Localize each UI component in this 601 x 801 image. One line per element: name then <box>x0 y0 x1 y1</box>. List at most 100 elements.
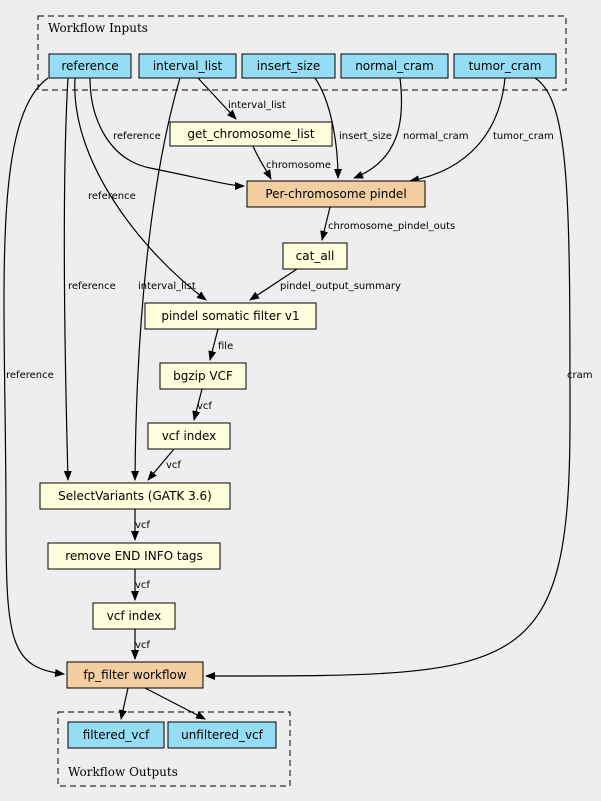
edge-line <box>192 388 203 421</box>
node-box <box>67 721 165 749</box>
edge-bgzip_vcf-to-vcf_index_1: vcf <box>192 388 212 421</box>
edge-pindel_somatic_filter-to-bgzip_vcf: file <box>208 328 233 361</box>
edge-label: insert_size <box>339 131 392 142</box>
node-insert-size[interactable]: insert_size <box>241 53 336 79</box>
node-bgzip-vcf[interactable]: bgzip VCF <box>159 362 247 390</box>
edge-vcf_index_2-to-fp_filter: vcf <box>131 629 150 660</box>
node-vcf-index-2[interactable]: vcf index <box>92 602 176 630</box>
edge-line <box>144 687 206 720</box>
node-label: insert_size <box>257 59 320 73</box>
edge-tumor_cram-to-per_chromosome_pindel: tumor_cram <box>409 77 554 184</box>
edge-interval_list-to-get_chromosome_list: interval_list <box>197 77 286 120</box>
node-unfiltered-vcf[interactable]: unfiltered_vcf <box>167 721 277 749</box>
edge-get_chromosome_list-to-per_chromosome_pindel: chromosome <box>252 145 331 180</box>
edge-line <box>63 77 72 481</box>
edge-label: normal_cram <box>403 131 469 142</box>
node-label: vcf index <box>162 429 217 443</box>
node-box <box>282 242 348 270</box>
edge-reference-to-select_variants: reference <box>63 77 116 481</box>
edges-layer: interval_list reference chromosome insert_s… <box>3 77 592 720</box>
node-label: get_chromosome_list <box>187 127 315 141</box>
node-interval-list[interactable]: interval_list <box>138 53 237 79</box>
node-cat-all[interactable]: cat_all <box>282 242 348 270</box>
cluster-outputs: Workflow Outputs <box>57 711 291 787</box>
node-label: SelectVariants (GATK 3.6) <box>58 489 212 503</box>
edge-label: cram <box>567 370 592 381</box>
node-box <box>147 422 231 450</box>
node-label: cat_all <box>296 249 335 263</box>
edge-tumor_cram-to-fp_filter: cram <box>205 77 592 681</box>
edge-line <box>409 77 506 184</box>
node-box <box>39 482 231 510</box>
node-box <box>167 721 277 749</box>
edge-normal_cram-to-per_chromosome_pindel: normal_cram <box>353 77 469 179</box>
edge-line <box>119 687 129 720</box>
edge-label: interval_list <box>138 281 196 292</box>
node-label: vcf index <box>107 609 162 623</box>
edge-label: reference <box>68 281 116 292</box>
edge-line <box>320 206 331 241</box>
edge-cat_all-to-pindel_somatic_filter: pindel_output_summary <box>249 268 401 301</box>
edge-line <box>353 77 403 179</box>
node-box <box>144 302 317 330</box>
node-fp-filter[interactable]: fp_filter workflow <box>66 661 204 689</box>
edge-fp_filter-to-filtered_vcf <box>119 687 129 720</box>
edge-line <box>205 77 571 681</box>
edge-label: tumor_cram <box>493 131 554 142</box>
node-remove-end-tags[interactable]: remove END INFO tags <box>47 542 221 570</box>
node-tumor-cram[interactable]: tumor_cram <box>453 53 557 79</box>
edge-line <box>252 145 272 180</box>
edge-label: pindel_output_summary <box>280 281 401 292</box>
node-reference[interactable]: reference <box>48 53 132 79</box>
edge-select_variants-to-remove_end_tags: vcf <box>131 509 150 541</box>
edge-reference-to-fp_filter: reference <box>3 77 65 677</box>
cluster-inputs-border <box>37 15 567 91</box>
cluster-outputs-label: Workflow Outputs <box>68 765 178 779</box>
cluster-inputs-label: Workflow Inputs <box>48 21 148 35</box>
edge-label: vcf <box>135 520 150 531</box>
node-filtered-vcf[interactable]: filtered_vcf <box>67 721 165 749</box>
node-label: remove END INFO tags <box>65 549 203 563</box>
edge-line <box>89 77 245 190</box>
nodes-layer: reference interval_list insert_size normal_… <box>39 53 557 749</box>
node-get-chromosome-list[interactable]: get_chromosome_list <box>169 121 333 147</box>
edge-label: reference <box>6 370 54 381</box>
edge-line <box>74 77 207 301</box>
edge-label: chromosome <box>266 160 331 171</box>
node-label: fp_filter workflow <box>83 668 187 682</box>
node-box <box>92 602 176 630</box>
node-per-chromosome-pindel[interactable]: Per-chromosome pindel <box>246 180 426 208</box>
node-normal-cram[interactable]: normal_cram <box>340 53 449 79</box>
node-pindel-somatic-filter[interactable]: pindel somatic filter v1 <box>144 302 317 330</box>
edge-label: file <box>218 341 233 352</box>
node-box <box>246 180 426 208</box>
edge-label: vcf <box>166 460 181 471</box>
node-label: tumor_cram <box>469 59 542 73</box>
node-select-variants[interactable]: SelectVariants (GATK 3.6) <box>39 482 231 510</box>
edge-line <box>3 77 65 677</box>
edge-remove_end_tags-to-vcf_index_2: vcf <box>131 569 150 601</box>
edge-line <box>197 77 237 120</box>
node-label: Per-chromosome pindel <box>265 187 406 201</box>
edge-label: reference <box>113 131 161 142</box>
node-label: interval_list <box>153 59 223 73</box>
edge-label: reference <box>88 191 136 202</box>
node-box <box>241 53 336 79</box>
node-box <box>169 121 333 147</box>
edge-label: vcf <box>135 640 150 651</box>
edge-per_chromosome_pindel-to-cat_all: chromosome_pindel_outs <box>320 206 455 241</box>
edge-line <box>208 328 219 361</box>
node-box <box>47 542 221 570</box>
edge-reference-to-per_chromosome_pindel: reference <box>89 77 245 190</box>
node-label: normal_cram <box>355 59 434 73</box>
node-vcf-index-1[interactable]: vcf index <box>147 422 231 450</box>
node-label: bgzip VCF <box>173 369 233 383</box>
node-box <box>159 362 247 390</box>
node-box <box>48 53 132 79</box>
edge-label: vcf <box>135 580 150 591</box>
node-label: reference <box>61 59 118 73</box>
cluster-inputs: Workflow Inputs <box>37 15 567 91</box>
node-label: filtered_vcf <box>83 728 150 742</box>
edge-line <box>131 77 181 481</box>
